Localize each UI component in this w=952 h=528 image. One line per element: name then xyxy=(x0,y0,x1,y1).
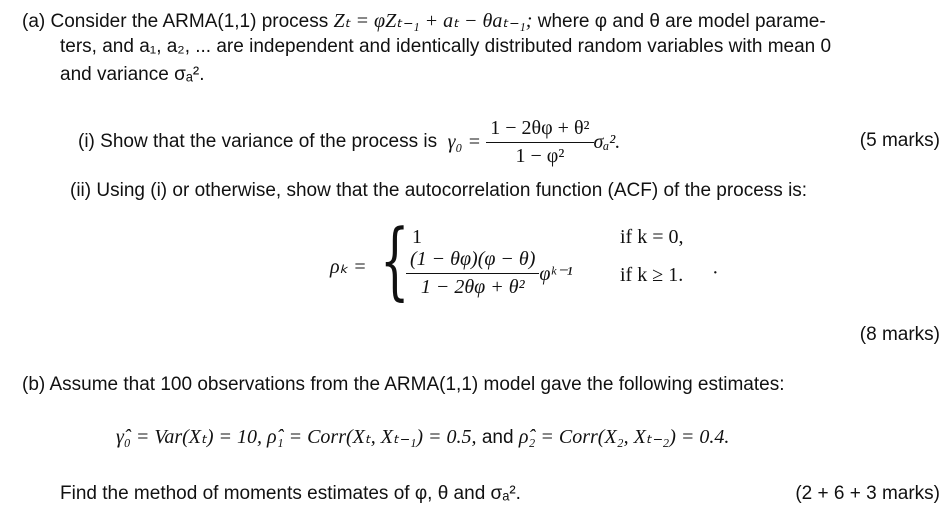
case1-condition: if k = 0, xyxy=(620,226,684,248)
sub-question-i: (i) Show that the variance of the proces… xyxy=(78,112,620,172)
sub-i-label: (i) xyxy=(78,131,95,152)
estimates-line: γ̂₀ = Var(Xₜ) = 10, ρ̂₁ = Corr(Xₜ, Xₜ₋₁)… xyxy=(116,424,729,449)
variance-numerator: 1 − 2θφ + θ² xyxy=(486,117,594,143)
part-b-line-1: (b) Assume that 100 observations from th… xyxy=(22,374,785,396)
part-a-line-3: and variance σₐ². xyxy=(60,64,205,85)
part-b-intro: Assume that 100 observations from the AR… xyxy=(49,374,785,395)
variance-fraction: 1 − 2θφ + θ² 1 − φ² xyxy=(486,117,594,168)
find-estimates-text: Find the method of moments estimates of … xyxy=(60,483,521,504)
part-a-label: (a) xyxy=(22,11,46,32)
and-word: and xyxy=(481,427,514,448)
estimates-1-2: γ̂₀ = Var(Xₜ) = 10, ρ̂₁ = Corr(Xₜ, Xₜ₋₁)… xyxy=(116,426,477,448)
trailing-dot: · xyxy=(712,262,719,284)
part-b-marks: (2 + 6 + 3 marks) xyxy=(795,483,940,504)
process-formula: Zₜ = φZₜ₋₁ + aₜ − θaₜ₋₁; xyxy=(333,10,533,32)
part-b-label: (b) xyxy=(22,374,46,395)
sub-ii-marks: (8 marks) xyxy=(859,324,940,345)
acf-fraction: (1 − θφ)(φ − θ) 1 − 2θφ + θ² xyxy=(406,248,540,299)
sub-question-ii: (ii) Using (i) or otherwise, show that t… xyxy=(70,180,807,202)
variance-tail: σₐ². xyxy=(593,130,621,153)
acf-power: φᵏ⁻¹ xyxy=(539,263,573,285)
acf-numerator: (1 − θφ)(φ − θ) xyxy=(406,248,540,274)
part-a-intro: Consider the ARMA(1,1) process xyxy=(50,11,329,32)
acf-denominator: 1 − 2θφ + θ² xyxy=(420,276,525,298)
sub-i-text: Show that the variance of the process is xyxy=(100,131,438,152)
sub-ii-text: Using (i) or otherwise, show that the au… xyxy=(96,180,808,201)
left-brace: { xyxy=(380,211,410,309)
gamma0-lhs: γ₀ = xyxy=(447,130,481,153)
case2-condition: if k ≥ 1. xyxy=(620,264,684,286)
part-a-line1-rest: where φ and θ are model parame- xyxy=(537,11,826,32)
sub-ii-label: (ii) xyxy=(70,180,92,201)
part-a-line-2: ters, and a₁, a₂, ... are independent an… xyxy=(60,36,832,57)
estimate-3: ρ̂₂ = Corr(X₂, Xₜ₋₂) = 0.4. xyxy=(518,426,730,448)
variance-denominator: 1 − φ² xyxy=(515,144,565,167)
case1-value: 1 xyxy=(412,226,422,248)
sub-i-marks: (5 marks) xyxy=(859,130,940,151)
part-a-line-1: (a) Consider the ARMA(1,1) process Zₜ = … xyxy=(22,8,826,33)
rho-lhs: ρₖ = xyxy=(330,256,367,278)
case2-expression: (1 − θφ)(φ − θ) 1 − 2θφ + θ² φᵏ⁻¹ xyxy=(406,248,573,299)
